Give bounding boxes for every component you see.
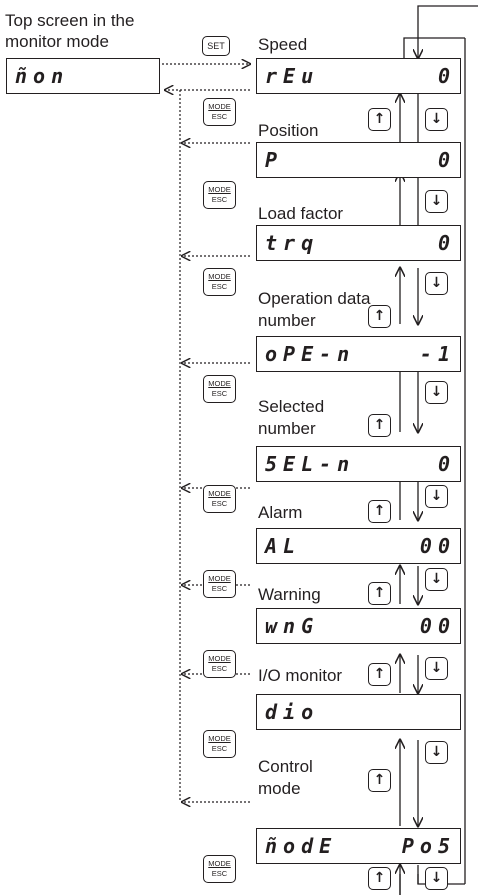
set-key[interactable]: SET	[202, 36, 230, 56]
selected-number-label-line2: number	[258, 419, 316, 438]
operation-data-label-line1: Operation data	[258, 289, 371, 308]
display-left-text: wnG	[265, 614, 320, 638]
up-key[interactable]: ↑	[368, 663, 391, 686]
operation-data-label-line2: number	[258, 311, 316, 330]
position-label: Position	[258, 121, 319, 140]
down-key[interactable]: ↓	[425, 272, 448, 295]
top-screen-display-text: ñon	[15, 64, 70, 88]
warning-display: wnG 00	[256, 608, 461, 644]
operation-data-display: oPE-n -1	[256, 336, 461, 372]
display-right-text: 0	[437, 148, 456, 172]
display-left-text: ñodE	[265, 834, 338, 858]
esc-label: ESC	[211, 195, 228, 204]
display-left-text: 5EL-n	[265, 452, 356, 476]
down-key[interactable]: ↓	[425, 108, 448, 131]
up-key[interactable]: ↑	[368, 108, 391, 131]
mode-label: MODE	[208, 574, 231, 583]
alarm-display: AL 00	[256, 528, 461, 564]
return-loop-outer	[418, 5, 478, 58]
speed-label: Speed	[258, 35, 308, 54]
alarm-label: Alarm	[258, 503, 303, 522]
up-key[interactable]: ↑	[368, 500, 391, 523]
io-monitor-display: dio	[256, 694, 461, 730]
display-left-text: oPE-n	[265, 342, 356, 366]
up-key[interactable]: ↑	[368, 582, 391, 605]
mode-label: MODE	[208, 102, 231, 111]
mode-label: MODE	[208, 489, 231, 498]
load-factor-label: Load factor	[258, 204, 344, 223]
display-right-text: 0	[437, 231, 456, 255]
display-left-text: rEu	[265, 64, 320, 88]
load-factor-display: trq 0	[256, 225, 461, 261]
top-screen-label-line2: monitor mode	[5, 32, 109, 51]
return-loop-inner	[403, 37, 465, 58]
top-screen-label-line1: Top screen in the	[5, 11, 135, 30]
esc-label: ESC	[211, 112, 228, 121]
down-key[interactable]: ↓	[425, 381, 448, 404]
esc-label: ESC	[211, 282, 228, 291]
down-key[interactable]: ↓	[425, 568, 448, 591]
control-mode-label-line2: mode	[258, 779, 301, 798]
io-monitor-label: I/O monitor	[258, 666, 343, 685]
mode-label: MODE	[208, 734, 231, 743]
esc-label: ESC	[211, 869, 228, 878]
selected-number-label-line1: Selected	[258, 397, 325, 416]
warning-label: Warning	[258, 585, 321, 604]
mode-label: MODE	[208, 859, 231, 868]
position-display: P 0	[256, 142, 461, 178]
display-right-text: 0	[437, 452, 456, 476]
up-key[interactable]: ↑	[368, 414, 391, 437]
top-screen-display: ñon	[6, 58, 160, 94]
esc-label: ESC	[211, 584, 228, 593]
up-key[interactable]: ↑	[368, 769, 391, 792]
down-key[interactable]: ↓	[425, 657, 448, 680]
down-key[interactable]: ↓	[425, 485, 448, 508]
up-key[interactable]: ↑	[368, 867, 391, 890]
esc-label: ESC	[211, 499, 228, 508]
mode-label: MODE	[208, 379, 231, 388]
display-left-text: dio	[265, 700, 320, 724]
selected-number-display: 5EL-n 0	[256, 446, 461, 482]
display-right-text: -1	[419, 342, 456, 366]
mode-label: MODE	[208, 654, 231, 663]
display-left-text: AL	[265, 534, 302, 558]
mode-label: MODE	[208, 185, 231, 194]
mode-label: MODE	[208, 272, 231, 281]
display-left-text: P	[265, 148, 284, 172]
esc-label: ESC	[211, 389, 228, 398]
esc-label: ESC	[211, 744, 228, 753]
display-right-text: 00	[419, 614, 456, 638]
display-left-text: trq	[265, 231, 320, 255]
down-key[interactable]: ↓	[425, 741, 448, 764]
down-key[interactable]: ↓	[425, 190, 448, 213]
esc-label: ESC	[211, 664, 228, 673]
display-right-text: Po5	[401, 834, 456, 858]
control-mode-display: ñodE Po5	[256, 828, 461, 864]
down-key[interactable]: ↓	[425, 867, 448, 890]
display-right-text: 0	[437, 64, 456, 88]
display-right-text: 00	[419, 534, 456, 558]
up-key[interactable]: ↑	[368, 305, 391, 328]
speed-display: rEu 0	[256, 58, 461, 94]
control-mode-label-line1: Control	[258, 757, 313, 776]
